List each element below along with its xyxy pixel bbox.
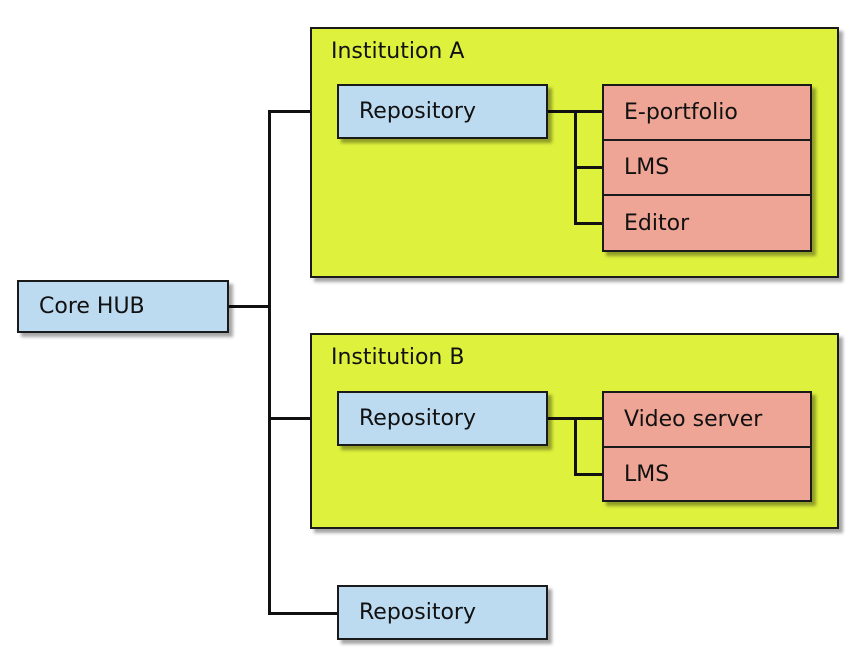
service-b-lms-line <box>574 473 604 476</box>
core-hub-label: Core HUB <box>39 294 145 319</box>
service-lms-a-label: LMS <box>624 155 670 180</box>
service-b-video-line <box>574 417 604 420</box>
trunk-vertical-line <box>268 110 271 614</box>
repo-b-services-vertical <box>574 417 577 476</box>
service-eportfolio-label: E-portfolio <box>624 100 738 125</box>
repo-a-connector <box>547 110 577 113</box>
repository-b-label: Repository <box>359 406 476 431</box>
core-hub-node: Core HUB <box>17 280 229 333</box>
service-video-server-node: Video server <box>602 391 812 448</box>
service-lms-b-node: LMS <box>602 446 812 502</box>
repository-standalone-node: Repository <box>337 585 548 640</box>
service-eportfolio-node: E-portfolio <box>602 84 812 141</box>
service-editor-node: Editor <box>602 194 812 252</box>
institution-b-title: Institution B <box>331 345 465 370</box>
institution-a-title: Institution A <box>331 39 465 64</box>
service-video-server-label: Video server <box>624 407 763 432</box>
service-lms-b-label: LMS <box>624 461 670 487</box>
repository-a-label: Repository <box>359 99 476 124</box>
service-a-lms-line <box>574 166 604 169</box>
institution-b-services-stack: Video server LMS <box>602 391 812 502</box>
service-a-editor-line <box>574 222 604 225</box>
branch-to-repo-a <box>268 110 338 113</box>
service-lms-a-node: LMS <box>602 139 812 196</box>
hub-connector <box>228 305 270 308</box>
repository-standalone-label: Repository <box>359 600 476 625</box>
service-editor-label: Editor <box>624 210 690 236</box>
institution-a-services-stack: E-portfolio LMS Editor <box>602 84 812 252</box>
branch-to-repo-b <box>268 417 338 420</box>
repository-a-node: Repository <box>337 84 548 139</box>
service-a-eportfolio-line <box>574 110 604 113</box>
repo-b-connector <box>547 417 577 420</box>
branch-to-repo-c <box>268 612 338 615</box>
repository-b-node: Repository <box>337 391 548 446</box>
